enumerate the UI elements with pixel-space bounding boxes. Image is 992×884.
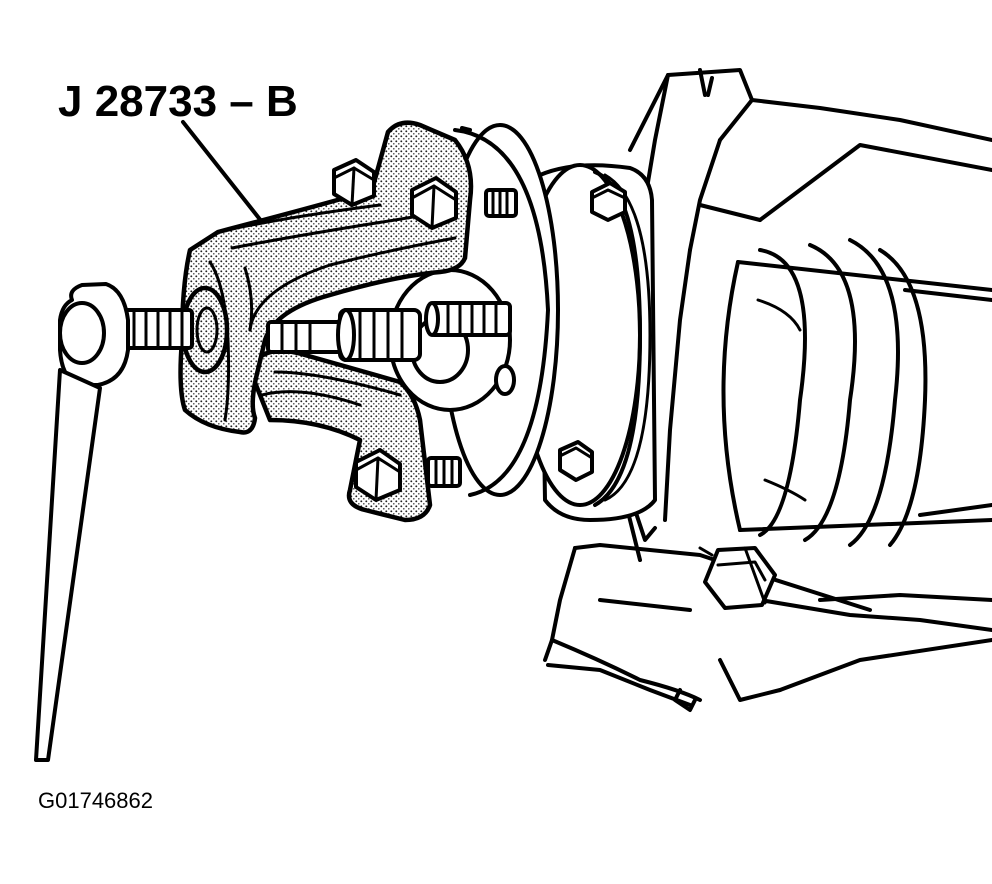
wheel-stud-middle	[424, 301, 512, 337]
figure-id-label: G01746862	[38, 788, 153, 813]
puller-nut-upper	[410, 176, 458, 230]
wheel-stud-lower	[426, 456, 462, 488]
cv-boot	[721, 238, 992, 547]
forcing-screw-tip	[266, 308, 422, 362]
control-arm-bolt	[698, 546, 777, 610]
callout-leader	[181, 120, 264, 224]
wheel-stud-upper	[484, 188, 518, 218]
wheel-studs	[424, 188, 518, 488]
housing-bolt-upper	[590, 181, 627, 222]
puller-nut-lower	[354, 448, 402, 502]
tool-callout-label: J 28733 – B	[58, 77, 298, 126]
housing-bolt-lower	[558, 440, 594, 482]
wrench	[34, 282, 130, 762]
forcing-screw	[120, 308, 194, 350]
puller-nut-upper-left	[332, 158, 376, 207]
